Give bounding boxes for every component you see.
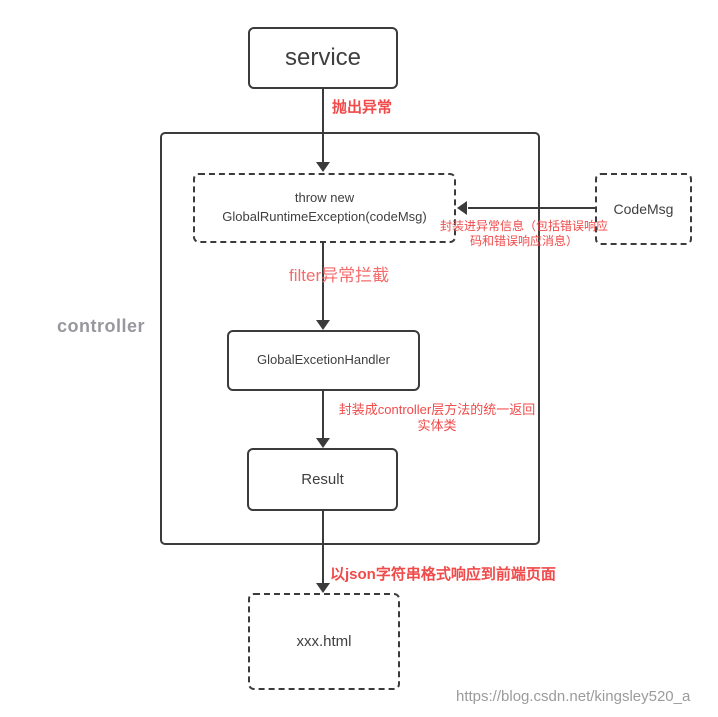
throw-to-handler-line [322, 243, 324, 320]
watermark-url: https://blog.csdn.net/kingsley520_a [456, 688, 691, 705]
service-node: service [248, 27, 398, 89]
service-to-throw-line [322, 89, 324, 162]
service-node-label: service [284, 44, 362, 71]
codemsg-node-label: CodeMsg [613, 201, 674, 217]
wrap-result-annotation: 封装成controller层方法的统一返回 实体类 [325, 402, 549, 434]
codemsg-to-throw-arrowhead-icon [457, 201, 467, 215]
page-html-node-label: xxx.html [296, 633, 352, 650]
result-node: Result [247, 448, 398, 511]
throw-exception-line1: throw new [294, 190, 355, 206]
handler-to-result-line [322, 391, 324, 438]
wrap-info-line2: 码和错误响应消息） [469, 233, 578, 248]
result-node-label: Result [301, 471, 344, 488]
wrap-result-line2: 实体类 [417, 417, 457, 433]
wrap-result-line1: 封装成controller层方法的统一返回 [338, 402, 536, 417]
controller-label: controller [57, 316, 146, 336]
throw-to-handler-arrowhead-icon [316, 320, 330, 330]
global-exception-handler-label: GlobalExcetionHandler [257, 352, 390, 368]
json-response-annotation: 以json字符串格式响应到前端页面 [330, 566, 556, 583]
codemsg-node: CodeMsg [595, 173, 692, 245]
throw-exception-line2: GlobalRuntimeException(codeMsg) [222, 209, 427, 224]
result-to-page-line [322, 511, 324, 583]
handler-to-result-arrowhead-icon [316, 438, 330, 448]
wrap-info-annotation: 封装进异常信息（包括错误响应 码和错误响应消息） [438, 219, 610, 248]
wrap-info-line1: 封装进异常信息（包括错误响应 [439, 219, 608, 233]
global-exception-handler-node: GlobalExcetionHandler [227, 330, 420, 391]
controller-container-box [160, 132, 540, 545]
page-html-node: xxx.html [248, 593, 400, 690]
throw-exception-node: throw new GlobalRuntimeException(codeMsg… [193, 173, 456, 243]
codemsg-to-throw-line [468, 207, 595, 209]
throw-exception-node-label: throw new GlobalRuntimeException(codeMsg… [222, 189, 426, 227]
service-to-throw-arrowhead-icon [316, 162, 330, 172]
filter-intercept-annotation: filter异常拦截 [289, 266, 390, 285]
throw-exception-annotation: 抛出异常 [332, 99, 393, 116]
result-to-page-arrowhead-icon [316, 583, 330, 593]
